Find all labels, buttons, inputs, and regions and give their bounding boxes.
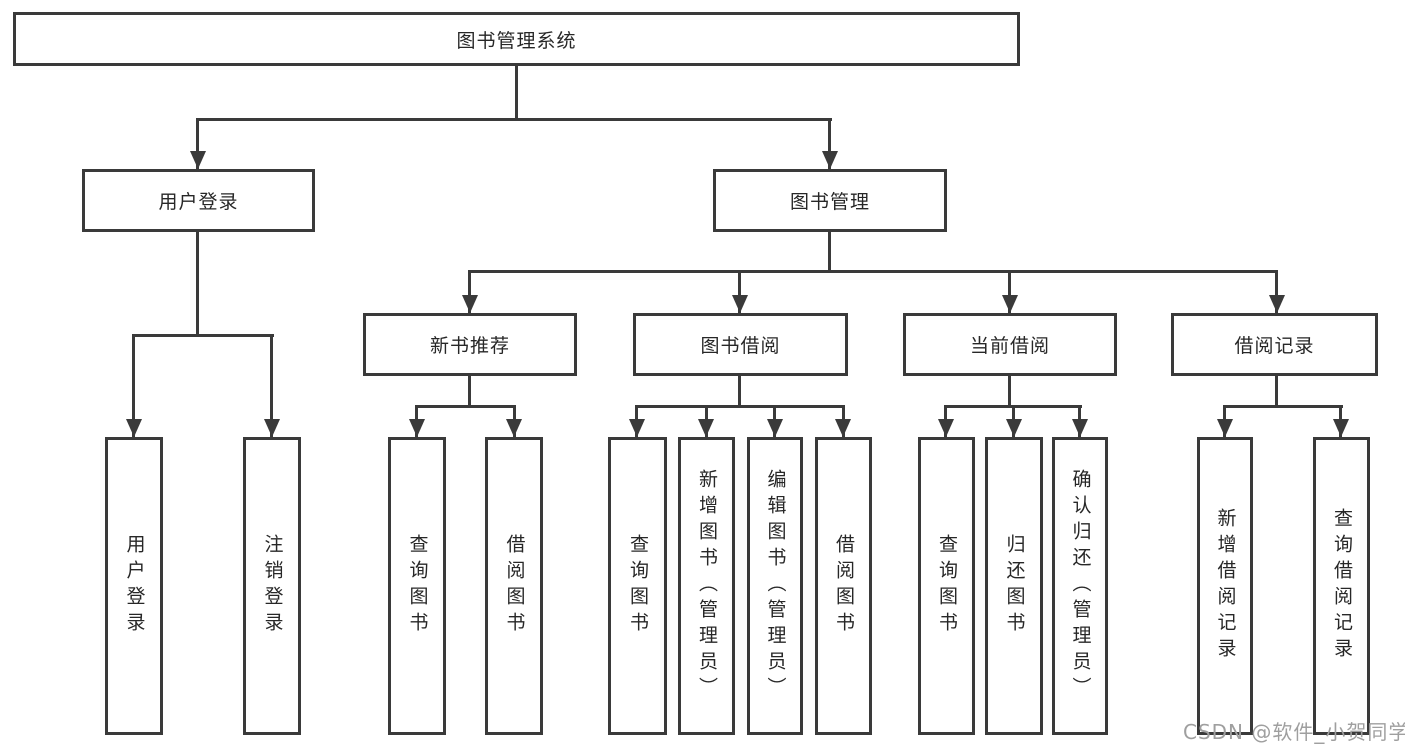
watermark-text: CSDN @软件_小贺同学 xyxy=(1183,720,1405,744)
connector-line xyxy=(196,232,199,336)
leaf-label: 查询借阅记录 xyxy=(1330,508,1353,664)
node-label: 用户登录 xyxy=(158,191,239,213)
connector-line xyxy=(738,376,741,407)
connector-line xyxy=(1223,405,1343,408)
leaf-label: 查询图书 xyxy=(626,534,649,638)
connector-line xyxy=(1275,376,1278,407)
arrow-down-icon xyxy=(1002,295,1018,313)
leaf-label: 新增借阅记录 xyxy=(1214,508,1237,664)
node-label: 图书管理 xyxy=(789,191,870,213)
node-book-management: 图书管理 xyxy=(713,169,947,232)
arrow-down-icon xyxy=(1333,419,1349,437)
arrow-down-icon xyxy=(835,419,851,437)
node-current-borrowing: 当前借阅 xyxy=(903,313,1117,376)
arrow-down-icon xyxy=(409,419,425,437)
node-label: 图书管理系统 xyxy=(456,29,577,52)
connector-line xyxy=(1275,270,1278,313)
leaf-label: 新增图书（管理员） xyxy=(695,469,718,703)
leaf-return-books: 归还图书 xyxy=(985,437,1043,735)
leaf-add-books-admin: 新增图书（管理员） xyxy=(678,437,735,735)
arrow-down-icon xyxy=(629,419,645,437)
leaf-logout: 注销登录 xyxy=(243,437,301,735)
leaf-query-books-recommend: 查询图书 xyxy=(388,437,446,735)
leaf-label: 确认归还（管理员） xyxy=(1069,469,1092,703)
connector-line xyxy=(1008,270,1011,313)
arrow-down-icon xyxy=(698,419,714,437)
leaf-confirm-return-admin: 确认归还（管理员） xyxy=(1052,437,1108,735)
node-root: 图书管理系统 xyxy=(13,12,1020,66)
leaf-add-borrow-record: 新增借阅记录 xyxy=(1197,437,1253,735)
connector-line xyxy=(132,334,274,337)
arrow-down-icon xyxy=(732,295,748,313)
connector-line xyxy=(468,270,471,313)
leaf-label: 用户登录 xyxy=(123,534,146,638)
arrow-down-icon xyxy=(126,419,142,437)
connector-line xyxy=(196,118,199,169)
arrow-down-icon xyxy=(1269,295,1285,313)
node-new-book-recommend: 新书推荐 xyxy=(363,313,577,376)
connector-line xyxy=(415,405,516,408)
node-label: 当前借阅 xyxy=(969,335,1050,357)
leaf-label: 编辑图书（管理员） xyxy=(764,469,787,703)
node-user-login: 用户登录 xyxy=(82,169,315,232)
connector-line xyxy=(132,334,135,437)
leaf-query-books-current: 查询图书 xyxy=(918,437,975,735)
node-label: 新书推荐 xyxy=(429,335,510,357)
connector-line xyxy=(1008,376,1011,407)
connector-line xyxy=(515,66,518,120)
leaf-label: 借阅图书 xyxy=(832,534,855,638)
arrow-down-icon xyxy=(1072,419,1088,437)
connector-line xyxy=(468,270,1278,273)
arrow-down-icon xyxy=(938,419,954,437)
leaf-user-login: 用户登录 xyxy=(105,437,163,735)
arrow-down-icon xyxy=(822,151,838,169)
leaf-query-books-borrowing: 查询图书 xyxy=(608,437,667,735)
leaf-label: 注销登录 xyxy=(261,534,284,638)
arrow-down-icon xyxy=(1006,419,1022,437)
node-borrow-records: 借阅记录 xyxy=(1171,313,1378,376)
connector-line xyxy=(270,334,273,437)
arrow-down-icon xyxy=(767,419,783,437)
node-label: 图书借阅 xyxy=(700,335,781,357)
arrow-down-icon xyxy=(506,419,522,437)
leaf-borrow-books-recommend: 借阅图书 xyxy=(485,437,543,735)
leaf-label: 借阅图书 xyxy=(503,534,526,638)
arrow-down-icon xyxy=(190,151,206,169)
leaf-query-borrow-record: 查询借阅记录 xyxy=(1313,437,1370,735)
arrow-down-icon xyxy=(1217,419,1233,437)
node-book-borrowing: 图书借阅 xyxy=(633,313,848,376)
connector-line xyxy=(468,376,471,407)
leaf-edit-books-admin: 编辑图书（管理员） xyxy=(747,437,803,735)
leaf-label: 查询图书 xyxy=(935,534,958,638)
connector-line xyxy=(828,118,831,169)
leaf-borrow-books-borrowing: 借阅图书 xyxy=(815,437,872,735)
connector-line xyxy=(828,232,831,273)
arrow-down-icon xyxy=(462,295,478,313)
node-label: 借阅记录 xyxy=(1234,335,1315,357)
arrow-down-icon xyxy=(264,419,280,437)
connector-line xyxy=(738,270,741,313)
leaf-label: 归还图书 xyxy=(1003,534,1026,638)
leaf-label: 查询图书 xyxy=(406,534,429,638)
connector-line xyxy=(197,118,832,121)
connector-line xyxy=(635,405,845,408)
